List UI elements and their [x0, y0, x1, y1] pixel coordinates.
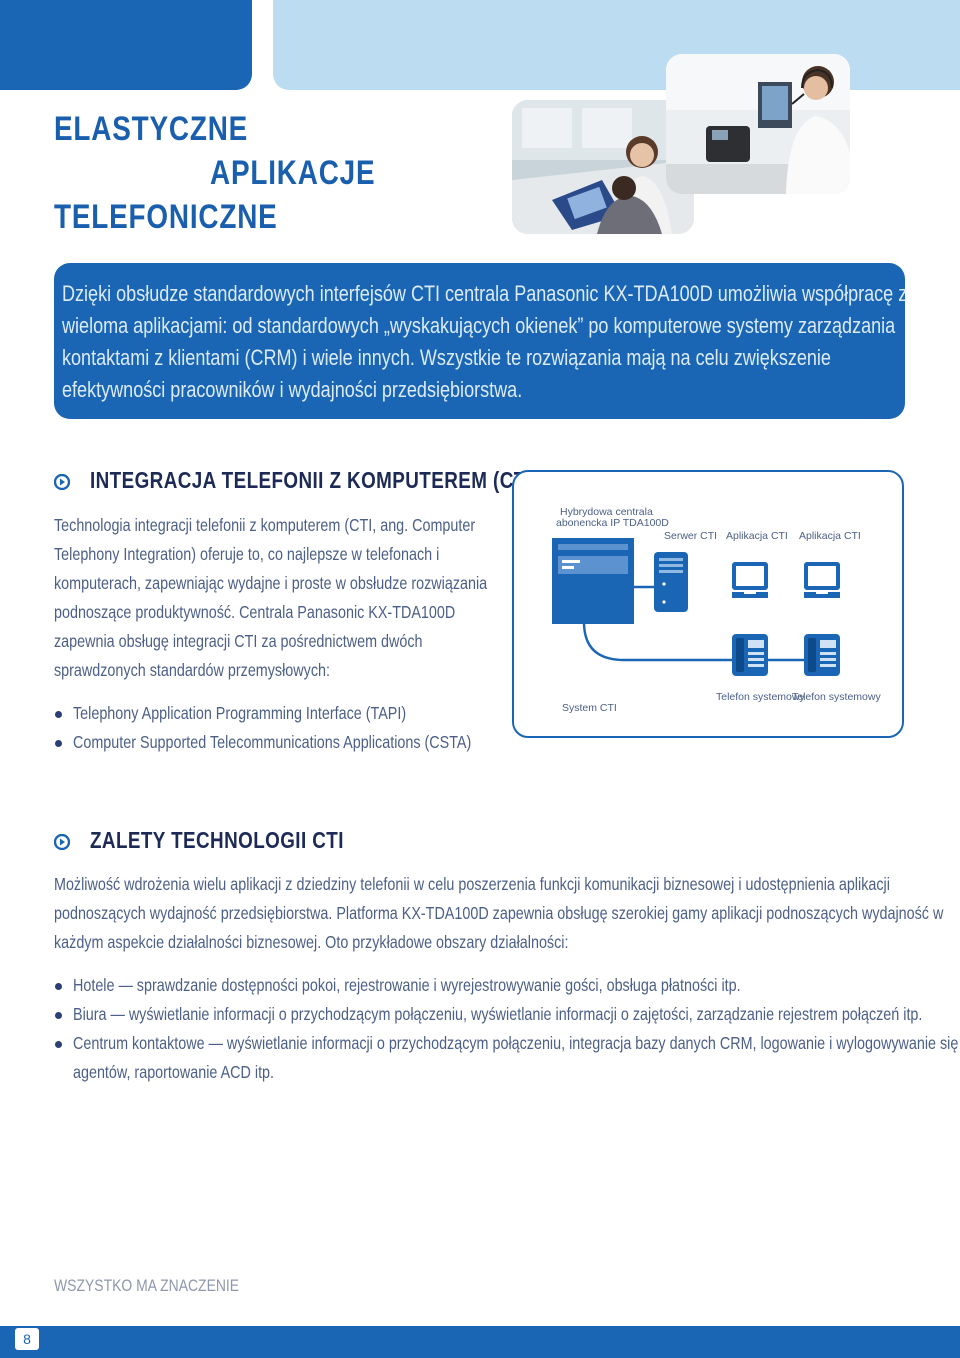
- section-heading-advantages: ZALETY TECHNOLOGII CTI: [90, 827, 344, 853]
- cti-paragraph-line-2: Telephony Integration) oferuje to, co na…: [54, 544, 440, 564]
- advantages-bullet-offices: Biura — wyświetlanie informacji o przych…: [73, 1004, 923, 1024]
- cti-bullet-csta: Computer Supported Telecommunications Ap…: [73, 732, 472, 752]
- system-phone-icon: [732, 634, 768, 676]
- page-title-line-3: TELEFONICZNE: [54, 198, 278, 236]
- page-number: 8: [15, 1328, 39, 1350]
- top-bar-right: [273, 0, 960, 90]
- computer-icon: [732, 562, 768, 598]
- advantages-bullet-contact-center: Centrum kontaktowe — wyświetlanie inform…: [73, 1033, 959, 1053]
- advantages-paragraph-line-2: podnoszących wydajność przedsiębiorstwa.…: [54, 903, 944, 923]
- server-icon: [654, 552, 688, 612]
- page-title-line-2: APLIKACJE: [210, 154, 376, 192]
- system-phone-icon: [804, 634, 840, 676]
- cti-paragraph-line-4: podnoszące produktywność. Centrala Panas…: [54, 602, 456, 622]
- bullet-dot: [55, 1012, 62, 1019]
- page-title-line-1: ELASTYCZNE: [54, 110, 249, 148]
- app1-label: Aplikacja CTI: [726, 530, 788, 542]
- intro-line-4: efektywności pracowników i wydajności pr…: [62, 377, 523, 402]
- pbx-label-1: Hybrydowa centrala: [560, 506, 653, 518]
- system-cti-label: System CTI: [562, 702, 617, 714]
- cti-paragraph-line-1: Technologia integracji telefonii z kompu…: [54, 515, 476, 535]
- bullet-dot: [55, 740, 62, 747]
- bullet-dot: [55, 983, 62, 990]
- footer-bar: [0, 1326, 960, 1358]
- advantages-paragraph-line-3: każdym aspekcie działalności biznesowej.…: [54, 932, 569, 952]
- intro-line-3: kontaktami z klientami (CRM) i wiele inn…: [62, 345, 831, 370]
- cti-bullet-tapi: Telephony Application Programming Interf…: [73, 703, 407, 723]
- app2-label: Aplikacja CTI: [799, 530, 861, 542]
- bullet-dot: [55, 1041, 62, 1048]
- computer-icon: [804, 562, 840, 598]
- intro-box: Dzięki obsłudze standardowych interfejsó…: [54, 263, 908, 419]
- cti-paragraph-line-6: sprawdzonych standardów przemysłowych:: [54, 660, 330, 680]
- phone1-label: Telefon systemowy: [716, 691, 805, 703]
- advantages-paragraph-line-1: Możliwość wdrożenia wielu aplikacji z dz…: [54, 874, 890, 894]
- cti-paragraph-line-5: zapewnia obsługę integracji CTI za pośre…: [54, 631, 423, 651]
- top-bar-left: [0, 0, 252, 90]
- footer-tagline: WSZYSTKO MA ZNACZENIE: [54, 1276, 240, 1295]
- intro-line-2: wieloma aplikacjami: od standardowych „w…: [62, 313, 896, 338]
- section-arrow-icon: [54, 834, 70, 850]
- cti-diagram: Hybrydowa centrala abonencka IP TDA100D …: [512, 470, 904, 738]
- pbx-label-2: abonencka IP TDA100D: [556, 517, 669, 529]
- intro-line-1: Dzięki obsłudze standardowych interfejsó…: [62, 281, 908, 306]
- section-heading-cti: INTEGRACJA TELEFONII Z KOMPUTEREM (CTI): [90, 467, 539, 493]
- server-label: Serwer CTI: [664, 530, 718, 542]
- advantages-bullet-hotels: Hotele — sprawdzanie dostępności pokoi, …: [73, 975, 741, 995]
- phone2-label: Telefon systemowy: [792, 691, 881, 703]
- call-center-photo: [666, 54, 850, 194]
- bullet-dot: [55, 711, 62, 718]
- advantages-bullet-contact-center-cont: agentów, raportowanie ACD itp.: [73, 1062, 275, 1082]
- cti-paragraph-line-3: komputerach, zapewniając wydajne i prost…: [54, 573, 488, 593]
- pbx-icon: [552, 538, 634, 624]
- section-arrow-icon: [54, 474, 70, 490]
- office-photo: [512, 100, 694, 234]
